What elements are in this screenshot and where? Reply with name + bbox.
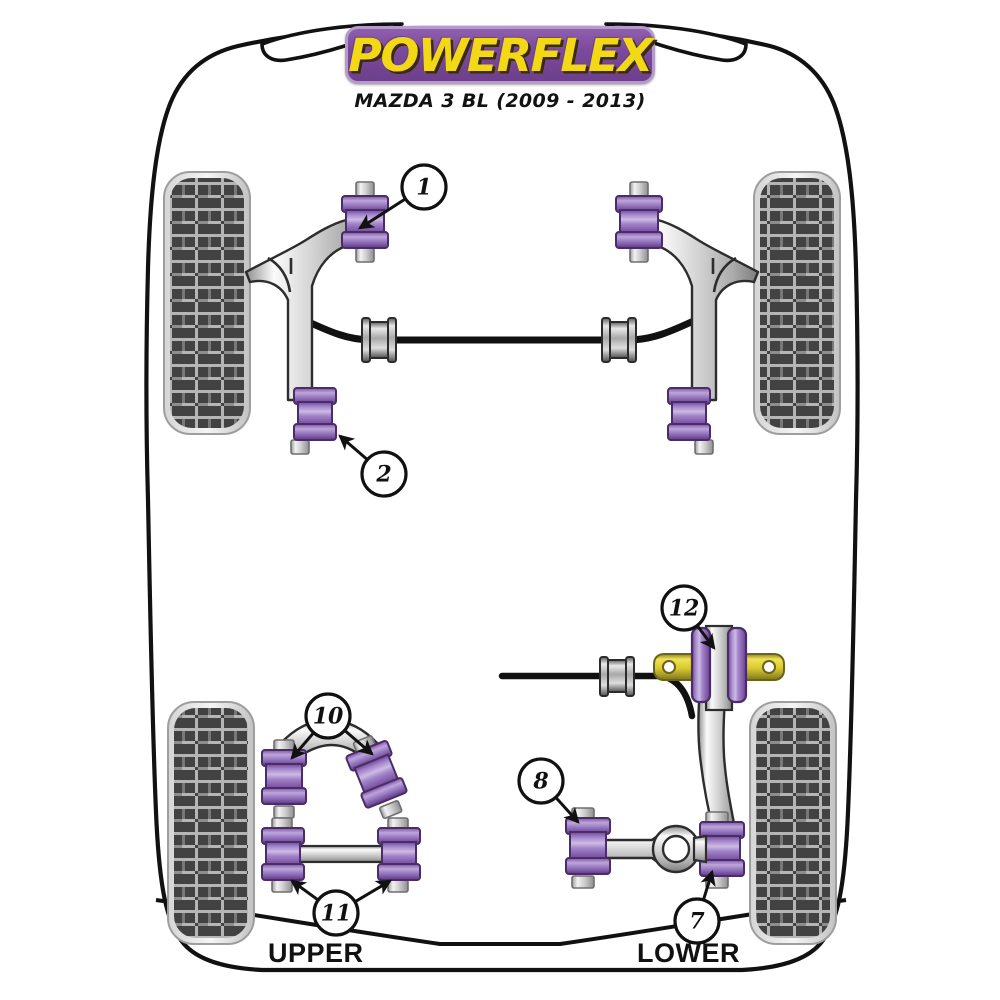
rear-arb-bush xyxy=(599,656,635,697)
callout-number: 12 xyxy=(669,596,700,622)
bush-11-right xyxy=(377,817,421,893)
callout-leader xyxy=(343,729,374,756)
callout-number: 7 xyxy=(689,909,705,935)
callout-circle[interactable] xyxy=(400,163,448,211)
callout-number: 1 xyxy=(416,175,431,201)
bush-1-front-wishbone-front xyxy=(341,181,389,263)
bush-12-trailing-arm-bracket xyxy=(653,624,785,712)
powerflex-logo: POWERFLEX xyxy=(345,26,655,84)
callout-leader xyxy=(554,796,580,824)
callout-circle[interactable] xyxy=(660,584,708,632)
tyre-rear-right xyxy=(749,701,837,945)
section-label-upper: UPPER xyxy=(268,938,364,968)
logo-text: POWERFLEX xyxy=(348,28,653,82)
callout-leader xyxy=(696,624,716,650)
callout-circle[interactable] xyxy=(304,692,352,740)
vehicle-subtitle: MAZDA 3 BL (2009 - 2013) xyxy=(354,90,646,112)
callout-10[interactable]: 10 xyxy=(290,692,374,760)
callout-leader xyxy=(358,197,407,230)
callout-leader xyxy=(338,434,369,461)
tyre-rear-left xyxy=(167,701,255,945)
bush-front-wishbone-right-front xyxy=(615,181,663,263)
tyre-front-right xyxy=(753,171,841,435)
callout-12[interactable]: 12 xyxy=(660,584,716,650)
callout-leader xyxy=(700,869,716,901)
bush-11-left xyxy=(261,817,305,893)
rear-track-control-arm xyxy=(290,844,392,864)
front-arb-bush-right xyxy=(601,317,637,363)
callout-circle[interactable] xyxy=(312,889,360,937)
bush-8-rear-lower-arm-inner xyxy=(565,807,611,889)
callout-number: 8 xyxy=(532,769,548,795)
callout-7[interactable]: 7 xyxy=(673,869,721,945)
bush-front-wishbone-right-rear xyxy=(667,387,714,455)
callout-circle[interactable] xyxy=(517,757,565,805)
bush-7-rear-lower-arm-outer xyxy=(699,811,745,889)
callout-leader xyxy=(290,879,320,902)
callout-8[interactable]: 8 xyxy=(517,757,580,824)
callout-circle[interactable] xyxy=(360,450,408,498)
callout-leader xyxy=(290,731,315,760)
callout-11[interactable]: 11 xyxy=(290,879,393,937)
callout-number: 11 xyxy=(321,901,352,927)
front-anti-roll-bar xyxy=(296,314,704,363)
front-arb-bush-left xyxy=(361,317,397,363)
callout-2[interactable]: 2 xyxy=(338,434,408,498)
bush-2-front-wishbone-rear xyxy=(290,387,337,455)
rear-lower-control-arm xyxy=(594,824,708,874)
callout-leader xyxy=(354,879,393,904)
logo-plate xyxy=(345,26,655,84)
callout-1[interactable]: 1 xyxy=(358,163,448,230)
callout-number: 10 xyxy=(313,704,344,730)
section-label-lower: LOWER xyxy=(637,938,740,968)
callout-number: 2 xyxy=(375,462,391,488)
callout-circle[interactable] xyxy=(673,897,721,945)
tyre-front-left xyxy=(163,171,251,435)
